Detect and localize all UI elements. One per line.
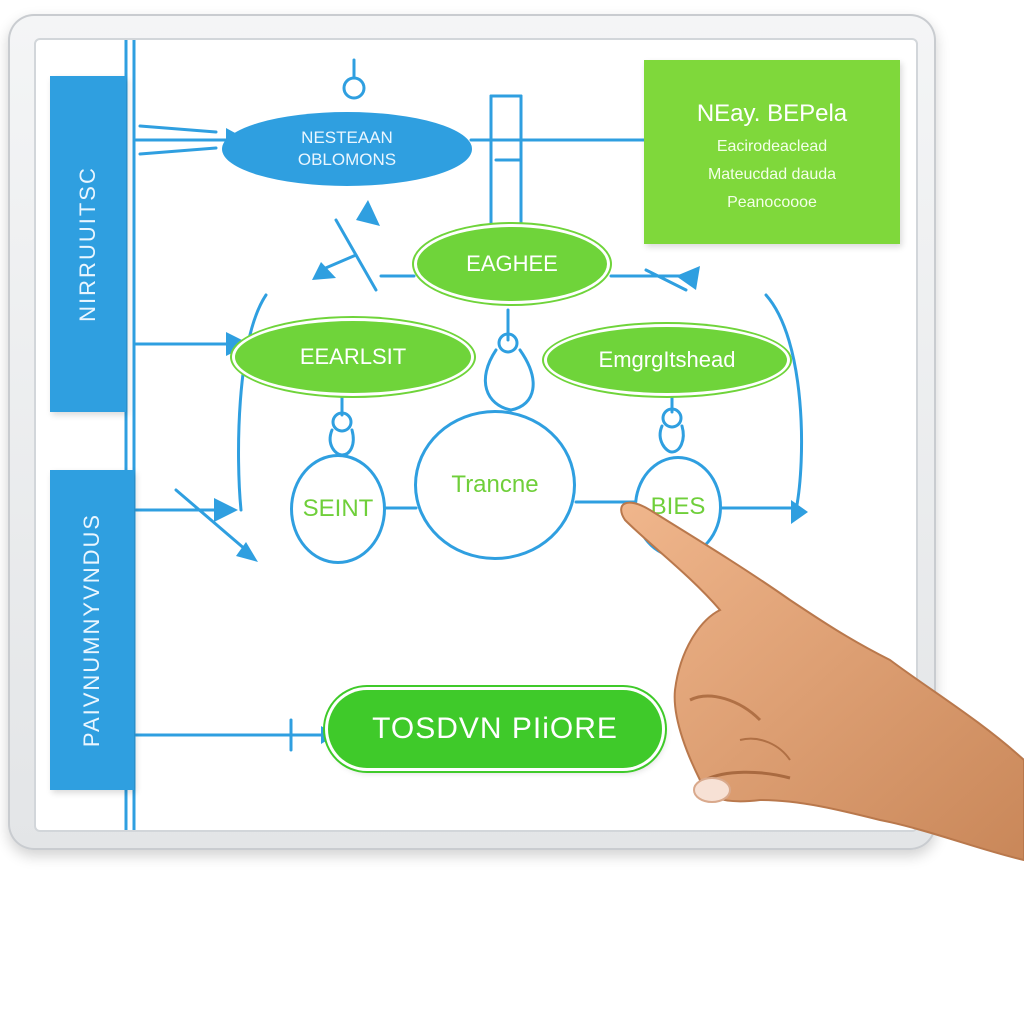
connector-lines — [124, 40, 808, 830]
node-circle-left[interactable]: SEINT — [290, 454, 386, 564]
note-line-1: Eacirodeaclead — [716, 138, 828, 155]
side-label-bottom-text: PAIVNUMNYVNDUS — [79, 512, 104, 748]
node-top-blue-line2: OBLOMONS — [297, 150, 397, 169]
node-top-blue-line1: NESTEAAN — [301, 128, 393, 147]
node-bottom-pill-label: TOSDVN PIiORE — [372, 712, 618, 745]
node-circle-right-label: BIES — [650, 493, 706, 520]
side-label-top: NIRRUUITSC — [50, 76, 126, 412]
node-circle-right[interactable]: BIES — [634, 456, 722, 558]
node-right-green-label: EmgrgItshead — [598, 347, 736, 372]
note-card: NEay. BEPela Eacirodeaclead Mateucdad da… — [644, 60, 900, 244]
node-left-green-label: EEARLSIT — [299, 344, 407, 369]
node-circle-left-label: SEINT — [302, 495, 374, 522]
node-center-green-label: EAGHEE — [466, 251, 558, 276]
side-label-top-text: NIRRUUITSC — [75, 166, 101, 322]
note-title: NEay. BEPela — [696, 100, 848, 127]
node-top-blue[interactable]: NESTEAAN OBLOMONS — [222, 112, 472, 186]
node-right-green[interactable]: EmgrgItshead — [544, 324, 790, 396]
node-center-green[interactable]: EAGHEE — [414, 224, 610, 304]
node-circle-center-label: Trancne — [451, 471, 539, 498]
node-circle-center[interactable]: Trancne — [414, 410, 576, 560]
side-label-bottom: PAIVNUMNYVNDUS — [50, 470, 134, 790]
diagram-screen: NIRRUUITSC PAIVNUMNYVNDUS NEay. BEPela E… — [34, 38, 918, 832]
note-line-3: Peanocoooe — [727, 194, 817, 211]
note-line-2: Mateucdad dauda — [707, 166, 837, 183]
node-bottom-pill[interactable]: TOSDVN PIiORE — [328, 690, 662, 768]
node-left-green[interactable]: EEARLSIT — [232, 318, 474, 396]
